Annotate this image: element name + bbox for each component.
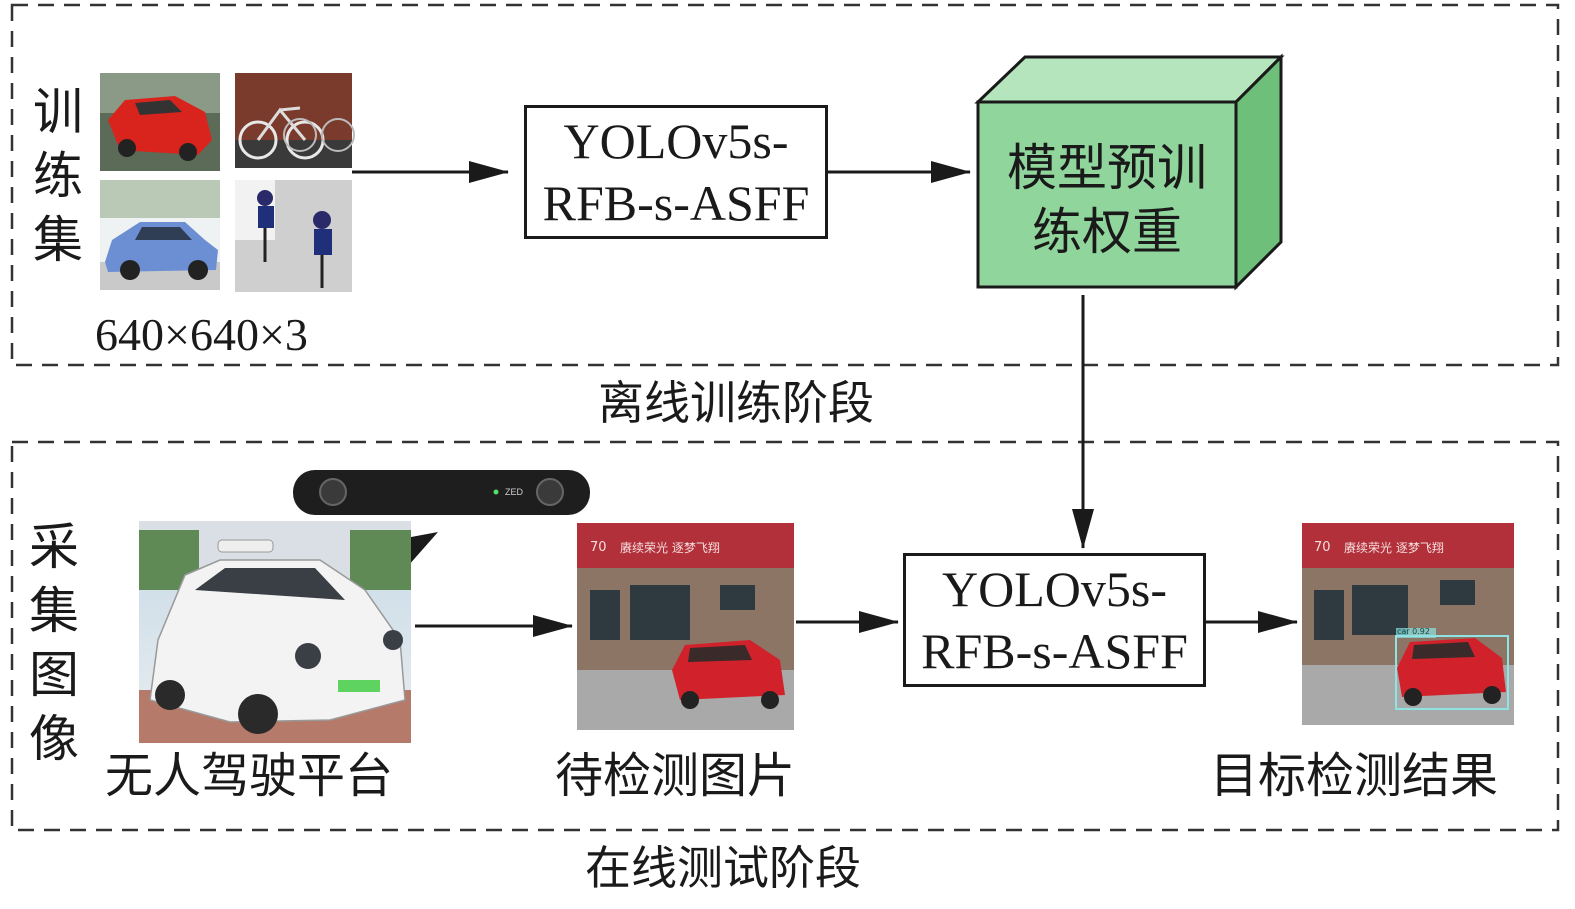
online-stage-frame bbox=[10, 440, 1560, 832]
result-image bbox=[1302, 523, 1514, 725]
offline-stage-frame bbox=[10, 3, 1560, 367]
detection-box bbox=[1395, 635, 1509, 710]
platform-caption: 无人驾驶平台 bbox=[105, 748, 394, 804]
result-banner-text: 赓续荣光 逐梦飞翔 bbox=[1344, 541, 1444, 555]
detection-label: car 0.92 bbox=[1397, 627, 1430, 636]
result-banner-number: 70 bbox=[1314, 540, 1331, 555]
training-set-label: 训 练 集 bbox=[28, 80, 88, 272]
capture-char: 像 bbox=[29, 710, 79, 768]
test-banner-number: 70 bbox=[590, 540, 607, 555]
model-name-line: RFB-s-ASFF bbox=[542, 175, 810, 231]
model-name-line: YOLOv5s- bbox=[942, 561, 1167, 617]
training-set-char: 练 bbox=[33, 147, 83, 205]
training-image-cyclists bbox=[235, 180, 352, 292]
model-name-line: YOLOv5s- bbox=[563, 113, 789, 169]
online-model-box: YOLOv5s- RFB-s-ASFF bbox=[903, 553, 1206, 687]
camera-brand-label: ZED bbox=[505, 487, 523, 497]
weights-line: 练权重 bbox=[1032, 203, 1182, 261]
capture-image-label: 采 集 图 像 bbox=[24, 515, 84, 771]
training-image-blue-car bbox=[100, 180, 220, 290]
test-banner-text: 赓续荣光 逐梦飞翔 bbox=[620, 541, 720, 555]
weights-cube-label: 模型预训 练权重 bbox=[978, 136, 1236, 264]
test-image-caption: 待检测图片 bbox=[555, 748, 796, 804]
zed-camera bbox=[293, 470, 590, 515]
capture-char: 采 bbox=[29, 518, 79, 576]
capture-char: 集 bbox=[29, 582, 79, 640]
test-image bbox=[577, 523, 794, 730]
training-set-char: 集 bbox=[33, 211, 83, 269]
offline-stage-title: 离线训练阶段 bbox=[598, 376, 874, 430]
model-name-line: RFB-s-ASFF bbox=[921, 623, 1188, 679]
input-size-label: 640×640×3 bbox=[95, 309, 308, 360]
training-set-char: 训 bbox=[33, 83, 83, 141]
capture-char: 图 bbox=[29, 646, 79, 704]
weights-line: 模型预训 bbox=[1007, 139, 1207, 197]
training-image-red-car bbox=[100, 73, 220, 171]
platform-photo bbox=[139, 521, 411, 743]
training-image-bicycles bbox=[235, 73, 355, 168]
offline-model-box: YOLOv5s- RFB-s-ASFF bbox=[524, 105, 828, 239]
weights-cube bbox=[974, 53, 1285, 291]
result-caption: 目标检测结果 bbox=[1210, 748, 1499, 804]
online-stage-title: 在线测试阶段 bbox=[585, 841, 861, 895]
